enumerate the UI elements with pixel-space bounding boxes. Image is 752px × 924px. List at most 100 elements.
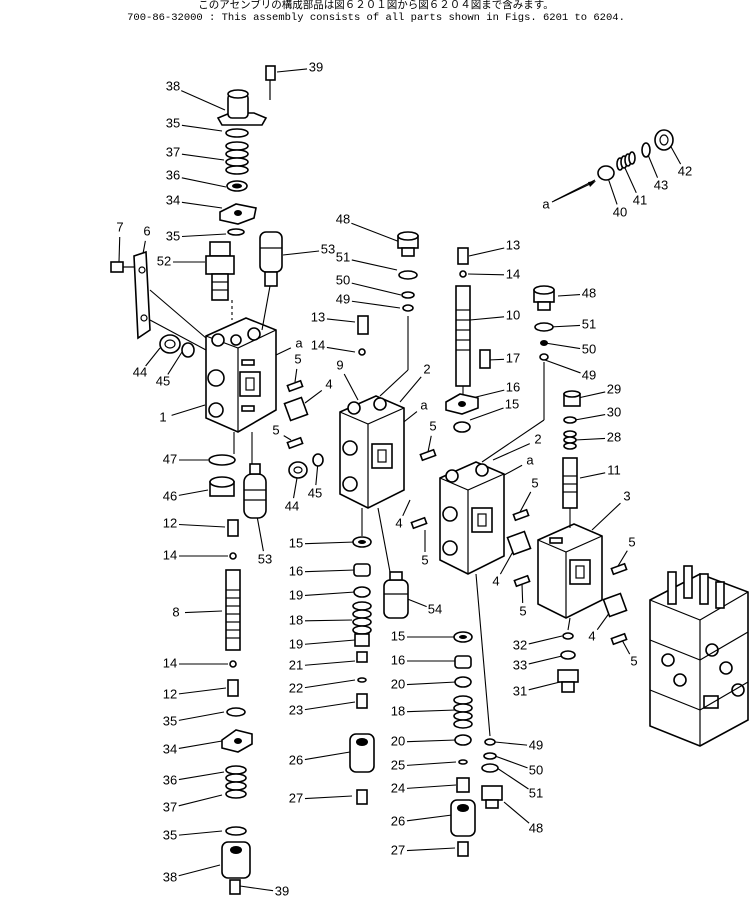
leader-a — [275, 347, 292, 356]
part-retainer-top — [226, 180, 248, 192]
part-plug-44-mid — [288, 461, 308, 479]
callout-53: 53 — [321, 241, 335, 256]
leader-39 — [239, 885, 274, 892]
callout-16: 16 — [506, 379, 520, 394]
part-spring-top — [225, 141, 249, 175]
part-o-ring-50 — [540, 340, 548, 346]
callout-48: 48 — [582, 285, 596, 300]
part-spool-8 — [225, 569, 241, 651]
leader-44 — [145, 347, 161, 367]
callout-46: 46 — [163, 488, 177, 503]
callout-27: 27 — [391, 842, 405, 857]
part-o-ring-51 — [398, 270, 418, 280]
callout-50: 50 — [336, 272, 350, 287]
callout-54: 54 — [428, 601, 442, 616]
callout-37: 37 — [163, 799, 177, 814]
callout-5: 5 — [531, 475, 538, 490]
part-plug-48-upper — [397, 231, 419, 257]
leader-4 — [402, 499, 411, 517]
part-flange-34 — [221, 729, 253, 753]
callout-34: 34 — [166, 192, 180, 207]
callout-22: 22 — [289, 680, 303, 695]
leader-8 — [184, 610, 223, 614]
leader-5 — [621, 639, 631, 655]
callout-18: 18 — [289, 612, 303, 627]
leader-50 — [351, 282, 402, 296]
callout-34: 34 — [163, 741, 177, 756]
part-bracket-6 — [133, 250, 151, 340]
leader-27 — [406, 847, 456, 852]
part-spool-10 — [455, 285, 471, 387]
leader-39 — [276, 68, 308, 73]
leader-48 — [503, 801, 530, 824]
callout-45: 45 — [156, 373, 170, 388]
leader-51 — [549, 324, 581, 328]
callout-5: 5 — [519, 603, 526, 618]
callout-a: a — [542, 196, 550, 211]
part-o-ring-35 — [226, 707, 246, 717]
callout-44: 44 — [133, 364, 147, 379]
leader-13 — [326, 318, 356, 323]
assembly-axes — [149, 181, 596, 737]
leader-41 — [624, 167, 637, 194]
callout-4: 4 — [588, 628, 595, 643]
callout-27: 27 — [289, 790, 303, 805]
callout-21: 21 — [289, 657, 303, 672]
leader-5 — [283, 435, 292, 441]
part-piston-13 — [357, 315, 369, 335]
callout-12: 12 — [163, 515, 177, 530]
leader-16 — [471, 389, 505, 399]
callout-37: 37 — [166, 144, 180, 159]
callout-52: 52 — [157, 253, 171, 268]
part-valve-body-2b — [439, 461, 505, 575]
callout-50: 50 — [582, 341, 596, 356]
callout-4: 4 — [325, 376, 332, 391]
leader-4 — [304, 389, 323, 404]
part-screw-39 — [229, 879, 241, 895]
leader-10 — [469, 316, 505, 321]
callout-24: 24 — [391, 780, 405, 795]
callout-3: 3 — [623, 488, 630, 503]
part-plug-48-right — [533, 285, 555, 311]
leader-12 — [178, 523, 226, 528]
leader-2 — [492, 443, 530, 461]
part-gasket-5 — [410, 516, 428, 530]
callout-14: 14 — [163, 655, 177, 670]
callout-1: 1 — [159, 409, 166, 424]
leader-51 — [496, 767, 529, 790]
part-spool-11 — [562, 457, 578, 509]
callout-5: 5 — [294, 351, 301, 366]
callout-35: 35 — [166, 115, 180, 130]
leader-33 — [528, 655, 563, 665]
callout-20: 20 — [391, 676, 405, 691]
part-o-ring-45-left — [181, 342, 195, 358]
leader-5 — [427, 435, 432, 453]
callout-18: 18 — [391, 703, 405, 718]
callout-14: 14 — [311, 337, 325, 352]
leader-46 — [178, 489, 209, 496]
part-o-ring-47 — [208, 454, 236, 466]
part-valve-body-1 — [205, 317, 277, 433]
callout-8: 8 — [172, 604, 179, 619]
section-3-parts — [533, 129, 749, 747]
callout-48: 48 — [529, 820, 543, 835]
part-seal-15 — [453, 421, 471, 433]
leader-49 — [351, 300, 401, 309]
leader-14 — [326, 346, 356, 353]
part-flange-16 — [445, 393, 479, 415]
leader-11 — [579, 472, 606, 479]
part-bolt-7 — [110, 261, 135, 273]
part-ball-14 — [358, 348, 366, 356]
leader-50 — [544, 342, 581, 350]
part-stack-2a-lower — [349, 536, 375, 805]
leader-22 — [304, 679, 356, 689]
leader-38 — [181, 90, 226, 111]
leader-37 — [178, 794, 223, 807]
callout-38: 38 — [163, 869, 177, 884]
part-o-ring-50 — [401, 291, 415, 299]
part-ball-14 — [229, 552, 237, 560]
callout-51: 51 — [336, 249, 350, 264]
part-o-ring-35 — [225, 826, 247, 836]
leader-32 — [528, 635, 563, 645]
callout-36: 36 — [163, 772, 177, 787]
